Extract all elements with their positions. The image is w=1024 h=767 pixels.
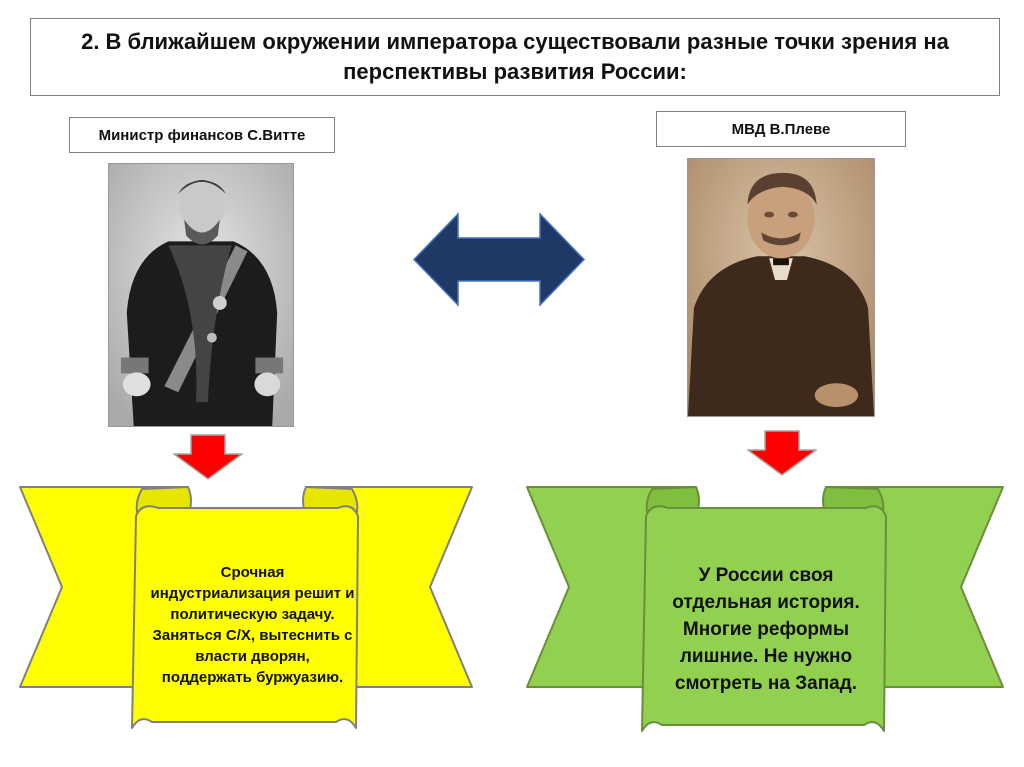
plehve-label-text: МВД В.Плеве	[731, 120, 831, 138]
plehve-portrait	[687, 158, 875, 417]
plehve-viewpoint: У России своя отдельная история. Многие …	[672, 564, 860, 694]
witte-viewpoint: Срочная индустриализация решит и политич…	[150, 564, 355, 686]
plehve-banner-text: У России своя отдельная история. Многие …	[652, 538, 880, 720]
double-arrow-icon	[412, 212, 586, 307]
witte-label: Министр финансов С.Витте	[69, 117, 335, 153]
down-arrow-icon	[173, 434, 243, 480]
slide-title-text: 2. В ближайшем окружении императора суще…	[81, 29, 949, 84]
witte-portrait	[108, 163, 294, 427]
down-arrow-icon	[747, 430, 817, 476]
witte-banner-text: Срочная индустриализация решит и политич…	[150, 545, 355, 705]
witte-label-text: Министр финансов С.Витте	[98, 126, 306, 144]
plehve-label: МВД В.Плеве	[656, 111, 906, 147]
slide-title: 2. В ближайшем окружении императора суще…	[30, 18, 1000, 96]
